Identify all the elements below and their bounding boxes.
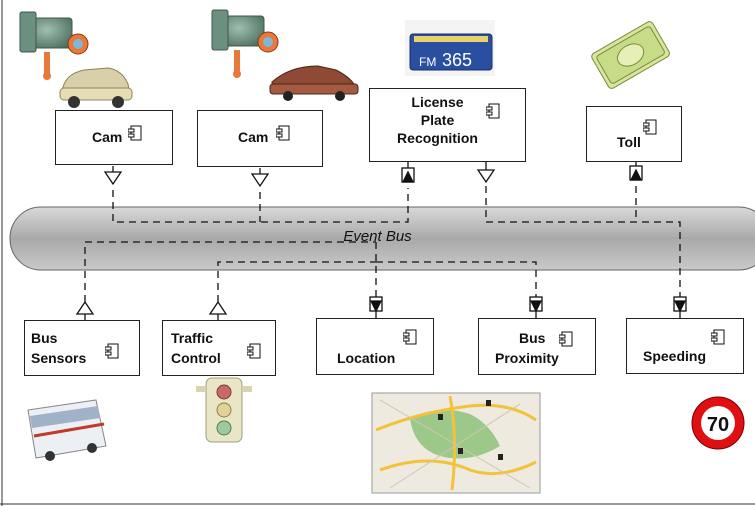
camera-icon-1 xyxy=(19,11,89,80)
component-license-plate-recognition: License Plate Recognition xyxy=(369,88,526,162)
component-label: Speeding xyxy=(643,348,707,364)
port-location xyxy=(369,300,383,313)
bottom-ports xyxy=(75,296,687,320)
component-icon xyxy=(105,343,119,359)
component-bus-proximity: Bus Proximity xyxy=(478,318,596,375)
port-lpr-out xyxy=(476,169,496,184)
component-label-line-2: Control xyxy=(171,350,221,366)
component-label-line-1: Bus xyxy=(31,330,58,346)
component-label: Location xyxy=(337,350,396,366)
component-toll: Toll xyxy=(586,106,682,162)
component-label-line-3: Recognition xyxy=(397,130,478,146)
component-cam-1: Cam xyxy=(55,110,173,165)
top-ports xyxy=(103,162,643,188)
connector-traffic-control xyxy=(217,261,376,302)
port-bus-sensors xyxy=(75,300,95,315)
component-label: Toll xyxy=(617,134,641,150)
component-label-line-1: License xyxy=(411,94,464,110)
component-label-line-2: Plate xyxy=(420,112,455,128)
event-bus xyxy=(9,206,755,271)
component-label-line-2: Proximity xyxy=(495,350,559,366)
component-icon xyxy=(276,125,290,141)
connectors xyxy=(84,186,681,302)
camera-icon-2 xyxy=(211,9,279,78)
component-bus-sensors: Bus Sensors xyxy=(24,320,140,376)
port-traffic-control xyxy=(208,300,228,315)
component-label: Cam xyxy=(92,129,123,145)
component-icon xyxy=(711,329,725,345)
component-icon xyxy=(559,331,573,347)
component-traffic-control: Traffic Control xyxy=(162,320,276,376)
component-icon xyxy=(643,119,657,135)
component-icon xyxy=(486,103,500,119)
port-lpr-in xyxy=(401,170,415,183)
traffic-light-icon xyxy=(196,377,252,443)
money-icon xyxy=(591,21,670,89)
component-label-line-1: Bus xyxy=(519,330,546,346)
connector-lpr-speeding xyxy=(485,186,681,300)
speed-sign-value: 70 xyxy=(707,414,729,436)
car-icon-2 xyxy=(269,65,359,101)
component-icon xyxy=(403,329,417,345)
port-cam1 xyxy=(103,171,123,186)
component-label-line-1: Traffic xyxy=(171,330,214,346)
component-label-line-2: Sensors xyxy=(31,350,87,366)
port-toll-in xyxy=(629,168,643,181)
plate-number: 365 xyxy=(442,50,472,70)
component-icon xyxy=(247,343,261,359)
port-cam2 xyxy=(250,173,270,188)
component-location: Location xyxy=(316,318,434,375)
license-plate-image: FM 365 xyxy=(405,20,495,76)
port-speeding xyxy=(673,300,687,313)
connector-bus-sensors xyxy=(84,241,376,302)
city-bus-icon xyxy=(27,399,107,461)
connector-bus-proximity xyxy=(376,261,537,300)
speed-limit-sign-icon: 70 xyxy=(691,396,745,450)
map-image xyxy=(371,392,541,494)
component-icon xyxy=(128,125,142,141)
component-label: Cam xyxy=(238,129,269,145)
event-bus-label: Event Bus xyxy=(343,228,412,245)
component-cam-2: Cam xyxy=(197,110,323,167)
plate-prefix: FM xyxy=(419,55,436,69)
connector-cam1 xyxy=(112,188,409,223)
car-icon-1 xyxy=(59,67,133,108)
port-bus-proximity xyxy=(529,300,543,313)
component-speeding: Speeding xyxy=(626,318,744,374)
